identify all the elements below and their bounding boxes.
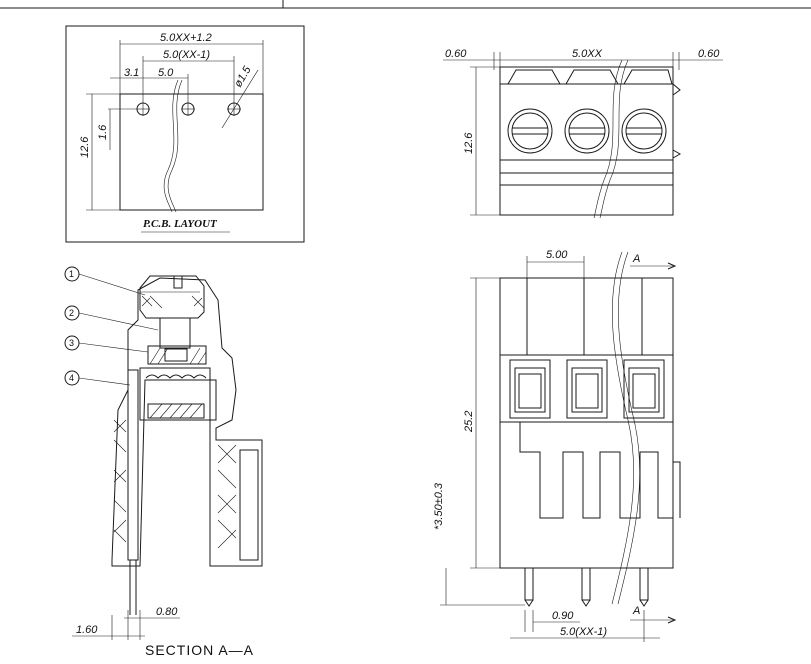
pcb-dim-total: 5.0XX+1.2 — [160, 32, 212, 44]
callout-3: 3 — [64, 335, 149, 353]
pcb-layout-title: P.C.B. LAYOUT — [143, 218, 218, 230]
section-marker-top: A — [632, 253, 640, 265]
front-dim-pin: *3.50±0.3 — [433, 482, 445, 530]
wire-entry — [509, 359, 551, 419]
front-dim-bottom: 5.0(XX-1) — [560, 626, 607, 638]
top-view: 0.60 5.0XX 0.60 12.6 — [443, 48, 723, 219]
pcb-dim-height: 12.6 — [79, 136, 91, 158]
break-line — [163, 79, 179, 213]
screw-icon — [621, 108, 667, 154]
pcb-dim-edge: 3.1 — [124, 67, 139, 79]
front-view-body — [499, 277, 674, 569]
section-marker-bottom: A — [632, 605, 640, 617]
screw-icon — [507, 108, 553, 154]
front-dim-pitch: 5.00 — [546, 249, 568, 261]
pcb-hole — [181, 102, 195, 116]
front-dim-height: 25.2 — [463, 411, 475, 433]
svg-text:3: 3 — [69, 338, 74, 348]
pcb-dim-offset: 1.6 — [97, 124, 109, 140]
break-line — [593, 59, 623, 219]
callout-1: 1 — [64, 266, 146, 296]
svg-text:4: 4 — [69, 373, 74, 383]
pin — [524, 567, 534, 607]
front-dim-pin-width: 0.90 — [552, 610, 574, 622]
top-dim-left: 0.60 — [445, 48, 467, 60]
clamp-block — [147, 345, 207, 365]
pcb-dim-pitch-sum: 5.0(XX-1) — [163, 49, 210, 61]
pin — [581, 567, 591, 607]
pin — [639, 567, 649, 607]
housing-outline — [111, 277, 263, 567]
callout-2: 2 — [64, 305, 159, 331]
top-dim-height: 12.6 — [463, 132, 475, 154]
svg-text:2: 2 — [69, 308, 74, 318]
front-view: A A 5.00 25.2 *3.50±0.3 0.90 5.0(XX-1) — [433, 249, 681, 642]
pcb-layout-frame — [65, 25, 305, 243]
pcb-hole — [136, 102, 150, 116]
pcb-outline — [119, 93, 264, 211]
section-title: SECTION A—A — [145, 642, 254, 658]
section-dim-base: 1.60 — [76, 624, 98, 636]
top-dim-right: 0.60 — [698, 48, 720, 60]
wire-entry — [566, 359, 608, 419]
screw-icon — [564, 108, 610, 154]
pcb-dim-pitch: 5.0 — [158, 67, 174, 79]
wire-entry — [623, 359, 665, 419]
svg-text:1: 1 — [69, 269, 74, 279]
section-dim-plate: 0.80 — [156, 606, 178, 618]
section-view: 1 2 3 4 — [64, 266, 263, 658]
break-line — [611, 251, 635, 605]
top-dim-mid: 5.0XX — [572, 48, 603, 60]
pcb-layout-panel: 5.0XX+1.2 5.0(XX-1) 3.1 5.0 ø1.5 12.6 1.… — [65, 25, 305, 243]
pcb-dim-hole: ø1.5 — [232, 64, 254, 90]
callout-4: 4 — [64, 370, 131, 386]
top-view-body — [499, 66, 674, 216]
